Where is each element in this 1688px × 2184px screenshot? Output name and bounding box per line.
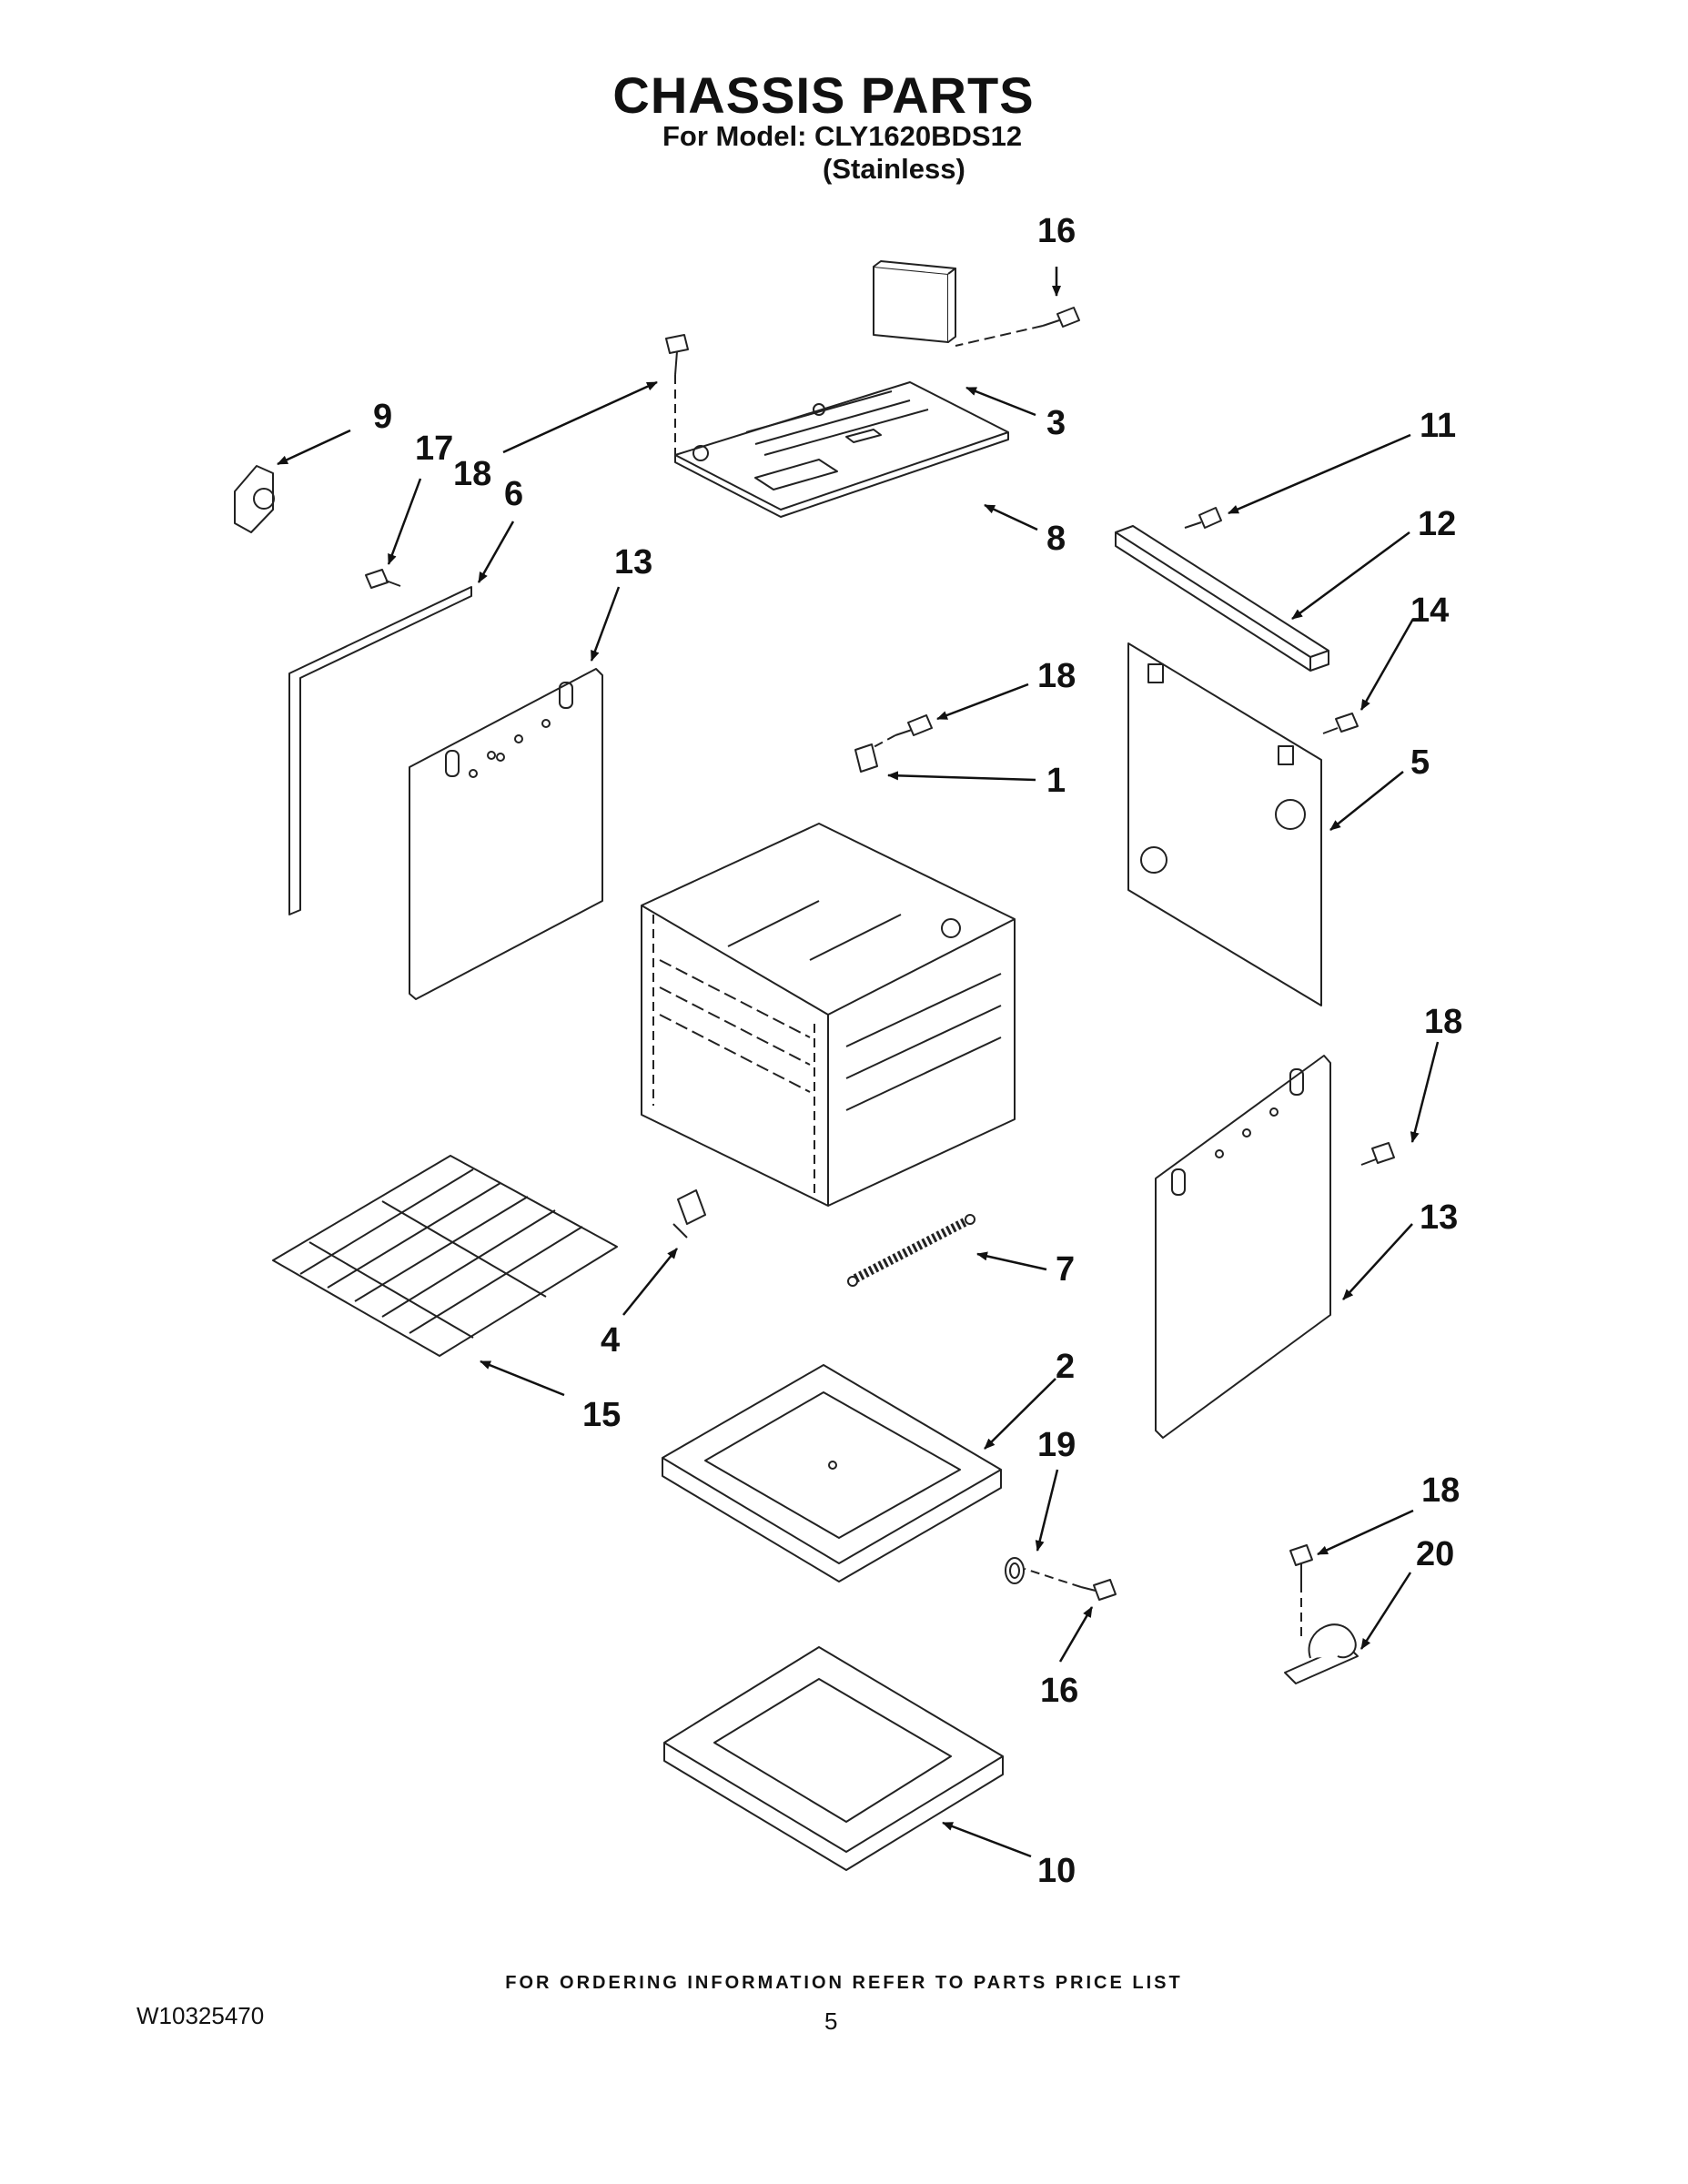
part-15-rack (272, 1155, 618, 1357)
callout-labels: 16 3 9 17 18 6 8 11 12 13 14 18 1 5 18 1… (373, 212, 1462, 1890)
screw-16-bottom (1080, 1579, 1117, 1601)
ordering-note: FOR ORDERING INFORMATION REFER TO PARTS … (505, 1973, 1183, 1993)
page-title: CHASSIS PARTS (612, 66, 1035, 124)
callout-18-bottom: 18 (1421, 1471, 1460, 1510)
callout-15: 15 (582, 1396, 621, 1434)
model-line: For Model: CLY1620BDS12 (662, 120, 1023, 152)
callout-16-top: 16 (1037, 212, 1076, 250)
callout-2: 2 (1056, 1348, 1075, 1386)
oven-cavity-frame (641, 823, 1016, 1207)
callout-8: 8 (1046, 520, 1066, 558)
part-3-panel (873, 260, 956, 343)
callout-4: 4 (601, 1321, 620, 1360)
screw-14 (1322, 713, 1359, 734)
callout-18-right: 18 (1424, 1003, 1462, 1041)
part-7-spring (847, 1214, 975, 1287)
page-number: 5 (824, 2007, 838, 2035)
screw-16-top (1042, 307, 1080, 328)
callout-13-right: 13 (1420, 1198, 1458, 1237)
callout-13-left: 13 (614, 543, 652, 581)
callout-18-mid: 18 (1037, 657, 1076, 695)
part-20-clamp (1284, 1623, 1359, 1684)
callout-10: 10 (1037, 1852, 1076, 1890)
callout-1: 1 (1046, 762, 1066, 800)
part-13-right-panel (1155, 1055, 1331, 1439)
callout-9: 9 (373, 398, 392, 436)
part-10-base (663, 1646, 1004, 1871)
callout-17: 17 (415, 430, 453, 468)
part-1-clip (854, 743, 878, 773)
part-9-bracket (234, 465, 275, 533)
part-4-latch (672, 1189, 706, 1239)
callout-6: 6 (504, 475, 523, 513)
part-6-trim (288, 586, 472, 915)
part-5-back-panel (1127, 642, 1322, 1006)
screw-18-top (665, 334, 689, 376)
callout-20: 20 (1416, 1535, 1454, 1573)
callout-18-top: 18 (453, 455, 491, 493)
part-2-frame (662, 1364, 1002, 1582)
callout-5: 5 (1410, 743, 1430, 782)
screw-17 (365, 569, 401, 589)
screw-18-bottom (1289, 1544, 1313, 1583)
callout-11: 11 (1420, 407, 1456, 445)
screw-18-right (1360, 1142, 1395, 1166)
screw-11 (1184, 507, 1222, 529)
callout-12: 12 (1418, 505, 1456, 543)
part-13-left-panel (409, 668, 603, 1000)
callout-14: 14 (1410, 592, 1449, 630)
callout-3: 3 (1046, 404, 1066, 442)
callout-7: 7 (1056, 1250, 1075, 1289)
part-12-rail (1115, 525, 1329, 672)
callout-16-bottom: 16 (1040, 1672, 1078, 1710)
screw-18-mid (895, 714, 933, 736)
callout-19: 19 (1037, 1426, 1076, 1464)
variant-line: (Stainless) (823, 153, 965, 185)
part-19-clip (1005, 1557, 1025, 1584)
document-number: W10325470 (136, 2002, 265, 2029)
part-8-top-panel (674, 381, 1009, 518)
